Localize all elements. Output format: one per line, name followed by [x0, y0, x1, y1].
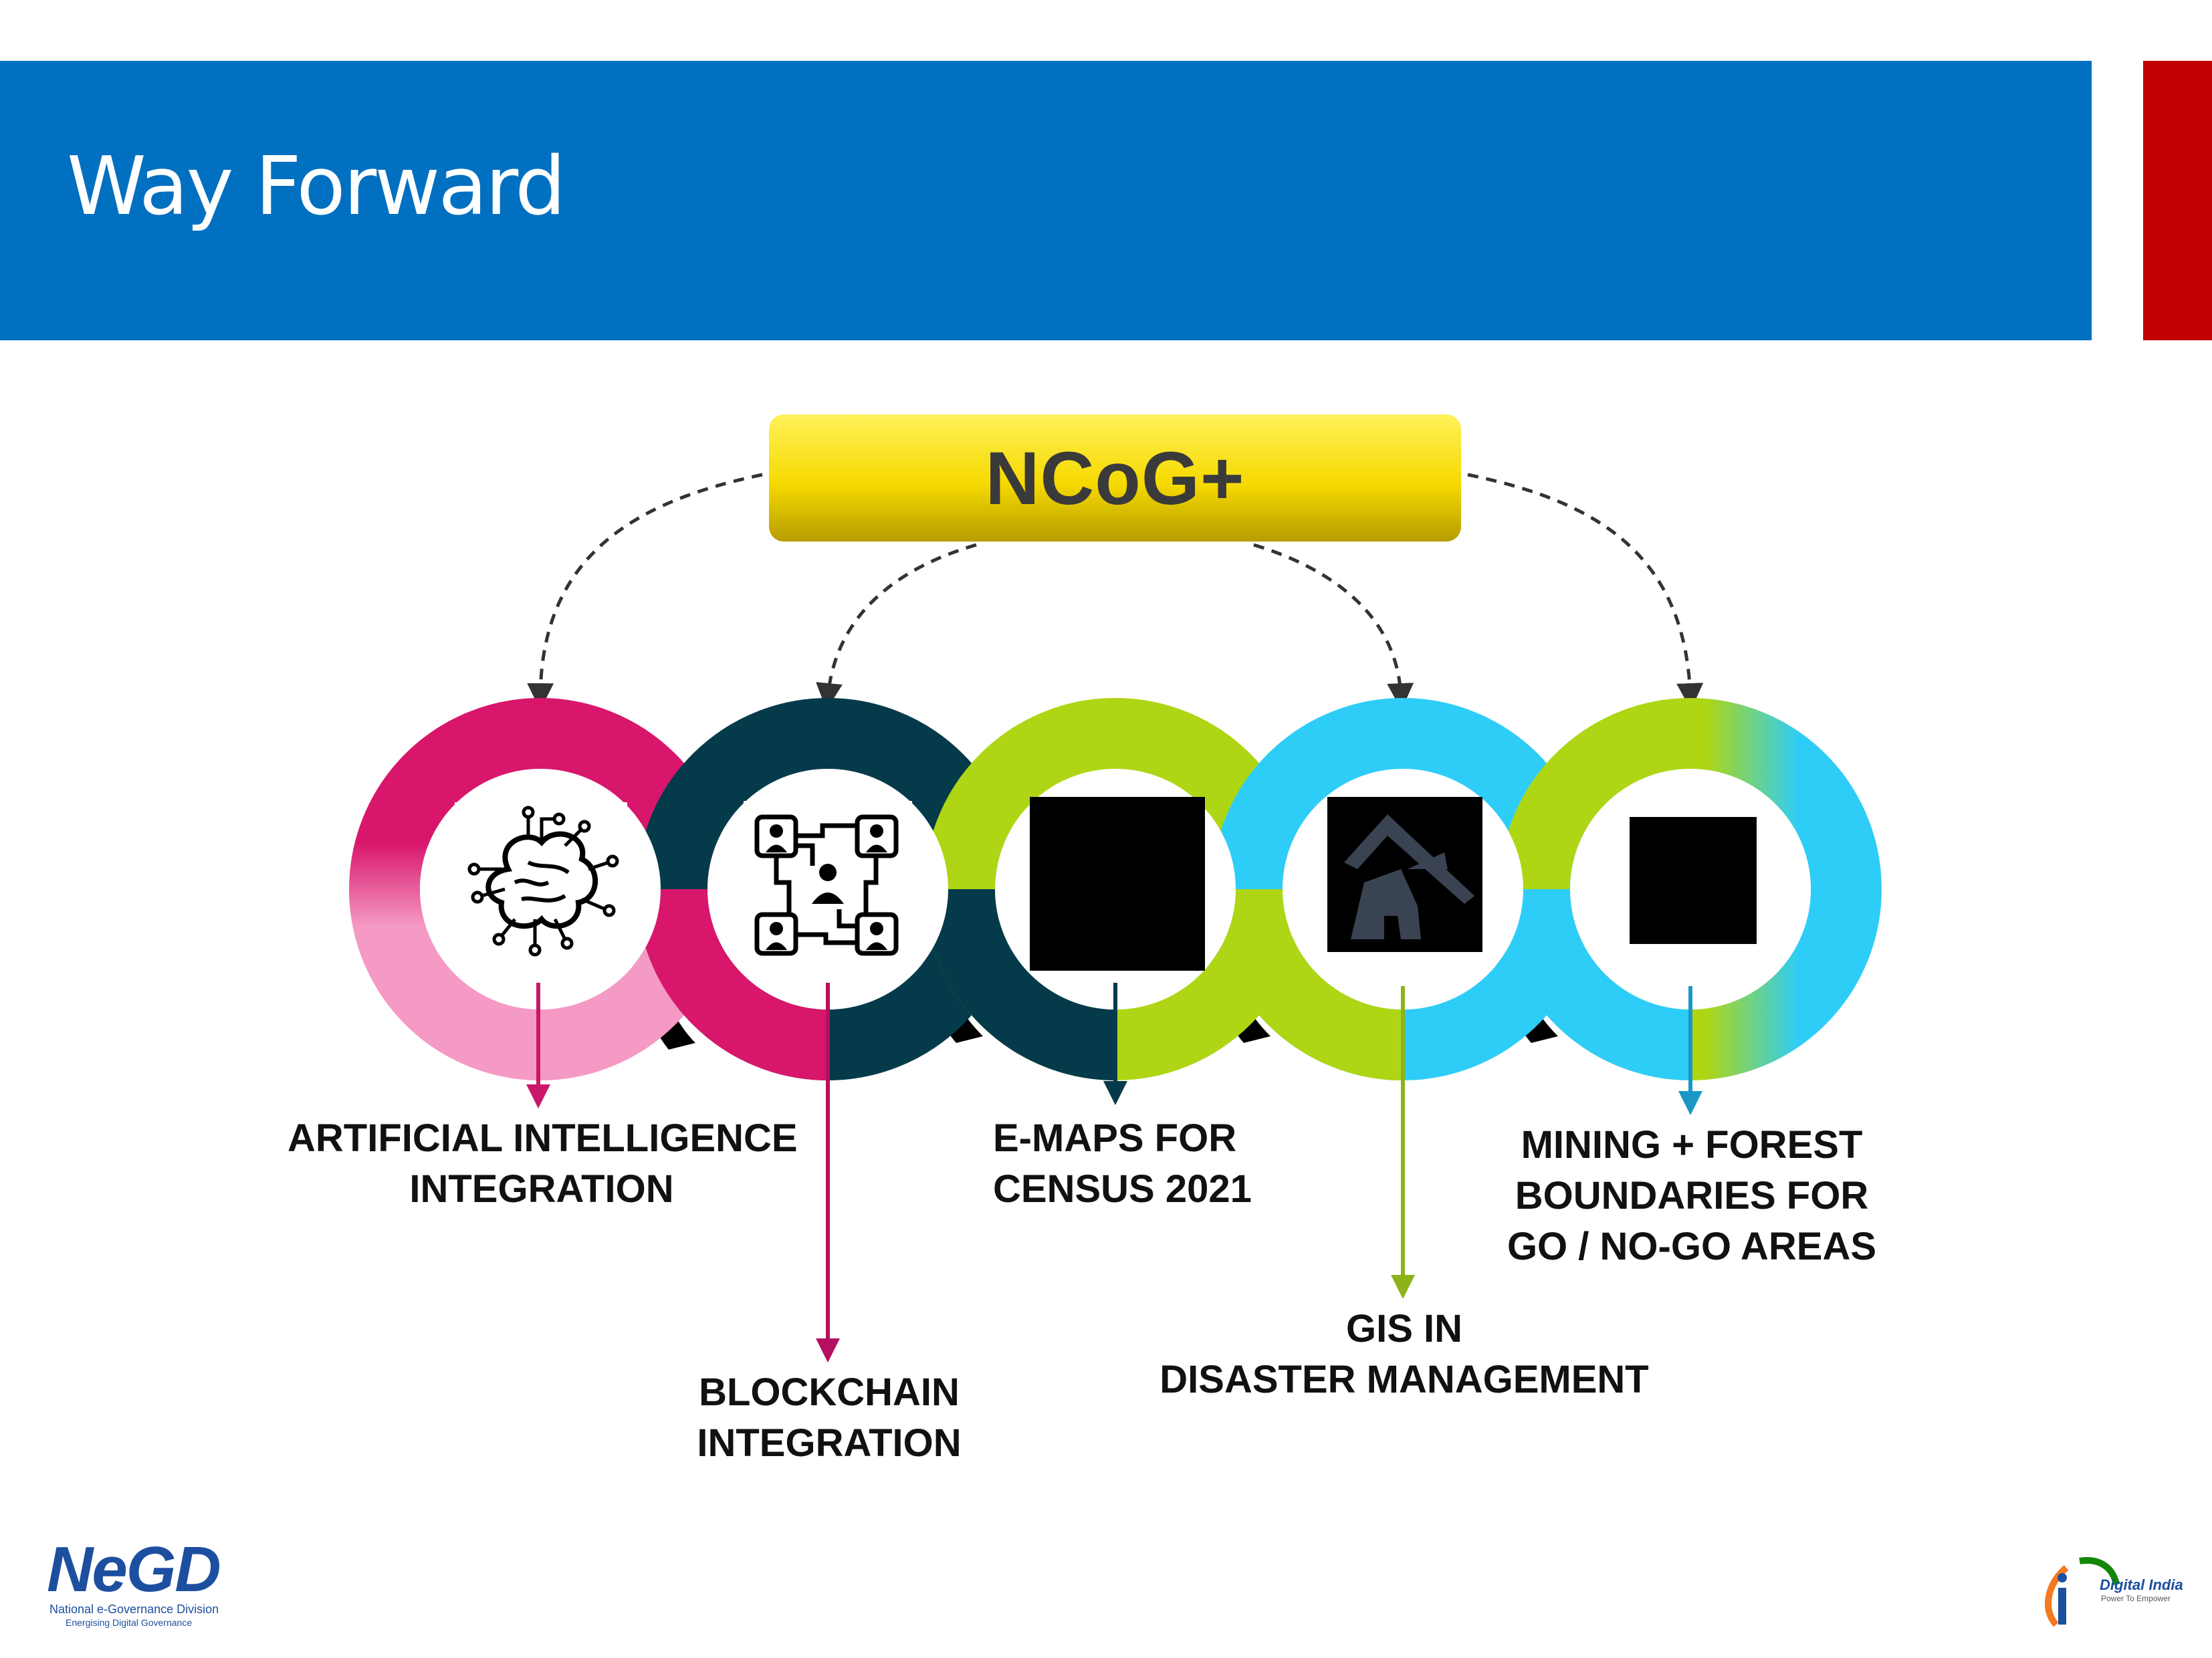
header-bar — [0, 61, 2092, 340]
label-ai: ARTIFICIAL INTELLIGENCE INTEGRATION — [288, 1113, 798, 1215]
label-mining-line-3: GO / NO-GO AREAS — [1507, 1225, 1877, 1268]
digital-india-mark-icon — [2045, 1557, 2120, 1627]
label-emaps-line-1: E-MAPS FOR — [993, 1116, 1237, 1160]
digital-india-logo-tagline: Power To Empower — [2101, 1594, 2171, 1603]
connector-to-ai — [527, 473, 763, 710]
ring-ai-overlap — [637, 888, 829, 1080]
label-blockchain-line-2: INTEGRATION — [697, 1421, 962, 1465]
label-ai-line-1: ARTIFICIAL INTELLIGENCE — [288, 1116, 798, 1160]
map-icon — [1030, 797, 1205, 971]
negd-logo-line-2: Energising Digital Governance — [66, 1617, 193, 1628]
ncog-label: NCoG+ — [985, 436, 1245, 520]
connector-to-gis — [1253, 543, 1414, 710]
connector-to-mining — [1467, 473, 1704, 710]
label-blockchain-line-1: BLOCKCHAIN — [699, 1371, 960, 1414]
ring-gis-overlap — [1499, 888, 1692, 1080]
negd-logo-mark: NeGD — [47, 1534, 221, 1605]
label-blockchain: BLOCKCHAIN INTEGRATION — [682, 1367, 976, 1469]
label-mining-line-2: BOUNDARIES FOR — [1515, 1174, 1869, 1217]
digital-india-logo-text: Digital India — [2100, 1576, 2183, 1593]
label-emaps: E-MAPS FOR CENSUS 2021 — [976, 1113, 1274, 1215]
label-emaps-line-2: CENSUS 2021 — [993, 1167, 1252, 1211]
negd-logo: NeGD National e-Governance Division Ener… — [47, 1538, 241, 1631]
label-gis: GIS IN DISASTER MANAGEMENT — [1137, 1304, 1672, 1405]
label-gis-line-1: GIS IN — [1345, 1307, 1463, 1350]
ring-emaps-overlap — [1212, 888, 1404, 1080]
header-accent-strip — [2143, 61, 2212, 340]
ncog-box — [769, 414, 1461, 542]
slide-title: Way Forward — [67, 140, 566, 233]
blockchain-network-icon — [744, 801, 912, 969]
negd-logo-line-1: National e-Governance Division — [49, 1603, 219, 1616]
digital-india-logo: Digital India Power To Empower — [2046, 1538, 2183, 1631]
brain-circuit-icon — [455, 802, 627, 973]
label-gis-line-2: DISASTER MANAGEMENT — [1159, 1358, 1649, 1401]
forest-mining-icon — [1630, 817, 1757, 944]
ring-blockchain-overlap — [924, 888, 1117, 1080]
collapsed-house-icon — [1327, 797, 1482, 952]
label-mining-line-1: MINING + FOREST — [1521, 1123, 1863, 1167]
label-mining: MINING + FOREST BOUNDARIES FOR GO / NO-G… — [1471, 1120, 1912, 1272]
connector-to-blockchain — [816, 543, 977, 710]
label-ai-line-2: INTEGRATION — [409, 1167, 674, 1211]
